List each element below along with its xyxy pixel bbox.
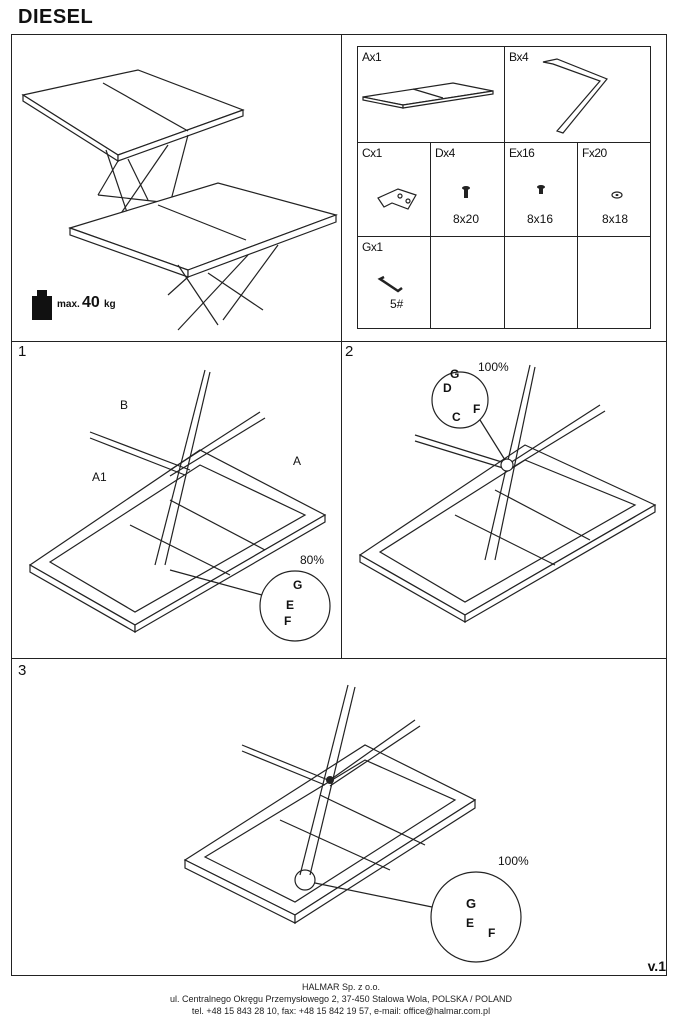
part-label: Cx1 — [362, 146, 382, 160]
callout-label: A — [293, 454, 302, 468]
part-cell-empty — [578, 237, 651, 329]
part-cell-e: Ex16 8x16 — [505, 143, 578, 237]
divider-col — [341, 35, 342, 658]
tabletop-icon — [362, 82, 494, 109]
part-label: Fx20 — [582, 146, 607, 160]
part-label: Gx1 — [362, 240, 383, 254]
version-label: v.1 — [647, 958, 666, 974]
detail-label: D — [443, 381, 452, 395]
step-number: 1 — [18, 343, 27, 360]
detail-label: F — [488, 926, 496, 940]
page-title: DIESEL — [18, 6, 94, 28]
instruction-frame — [11, 34, 667, 976]
part-cell-b: Bx4 — [505, 47, 651, 143]
part-size: 8x16 — [527, 212, 554, 226]
part-label: Dx4 — [435, 146, 455, 160]
footer-address: ul. Centralnego Okręgu Przemysłowego 2, … — [169, 994, 512, 1004]
parts-table: Ax1 Bx4 Cx1 Dx4 8x20 Ex16 — [357, 46, 651, 329]
table-overview-illustration — [21, 69, 338, 331]
divider-row-2 — [12, 658, 666, 659]
part-label: Ax1 — [362, 50, 382, 64]
part-cell-a: Ax1 — [358, 47, 505, 143]
part-cell-d: Dx4 8x20 — [431, 143, 505, 237]
part-cell-c: Cx1 — [358, 143, 431, 237]
part-cell-empty — [505, 237, 578, 329]
detail-label: F — [473, 402, 481, 416]
zoom-label: 80% — [300, 553, 325, 567]
max-load-prefix: max. — [57, 299, 80, 310]
part-size: 5# — [390, 297, 404, 311]
callout-label: B — [120, 398, 129, 412]
step-2-illustration — [358, 364, 657, 624]
footer-company: HALMAR Sp. z o.o. — [301, 982, 381, 992]
part-size: 8x18 — [602, 212, 629, 226]
step-1-illustration — [28, 368, 331, 642]
weight-icon — [32, 290, 52, 320]
screw-icon — [537, 185, 545, 194]
part-label: Ex16 — [509, 146, 535, 160]
part-size: 8x20 — [453, 212, 480, 226]
part-cell-f: Fx20 8x18 — [578, 143, 651, 237]
step-number: 3 — [18, 662, 27, 679]
detail-label: G — [466, 896, 477, 911]
detail-label: E — [286, 598, 295, 612]
part-label: Bx4 — [509, 50, 529, 64]
detail-label: C — [452, 410, 461, 424]
max-load-unit: kg — [104, 299, 116, 310]
zoom-label: 100% — [478, 360, 509, 374]
detail-label: F — [284, 614, 292, 628]
footer-contact: tel. +48 15 843 28 10, fax: +48 15 842 1… — [191, 1006, 491, 1016]
washer-icon — [611, 191, 623, 199]
detail-label: G — [293, 578, 303, 592]
max-load-value: 40 — [82, 294, 100, 311]
detail-label: G — [450, 367, 460, 381]
zoom-label: 100% — [498, 854, 529, 868]
part-cell-g: Gx1 5# — [358, 237, 431, 329]
part-cell-empty — [431, 237, 505, 329]
step-3-illustration — [183, 684, 522, 963]
detail-label: E — [466, 916, 475, 930]
divider-row-1 — [12, 341, 666, 342]
step-number: 2 — [345, 343, 354, 360]
callout-label: A1 — [92, 470, 107, 484]
allen-key-icon — [377, 275, 403, 293]
bolt-icon — [462, 186, 470, 198]
leg-icon — [542, 58, 608, 134]
bracket-icon — [377, 188, 417, 210]
